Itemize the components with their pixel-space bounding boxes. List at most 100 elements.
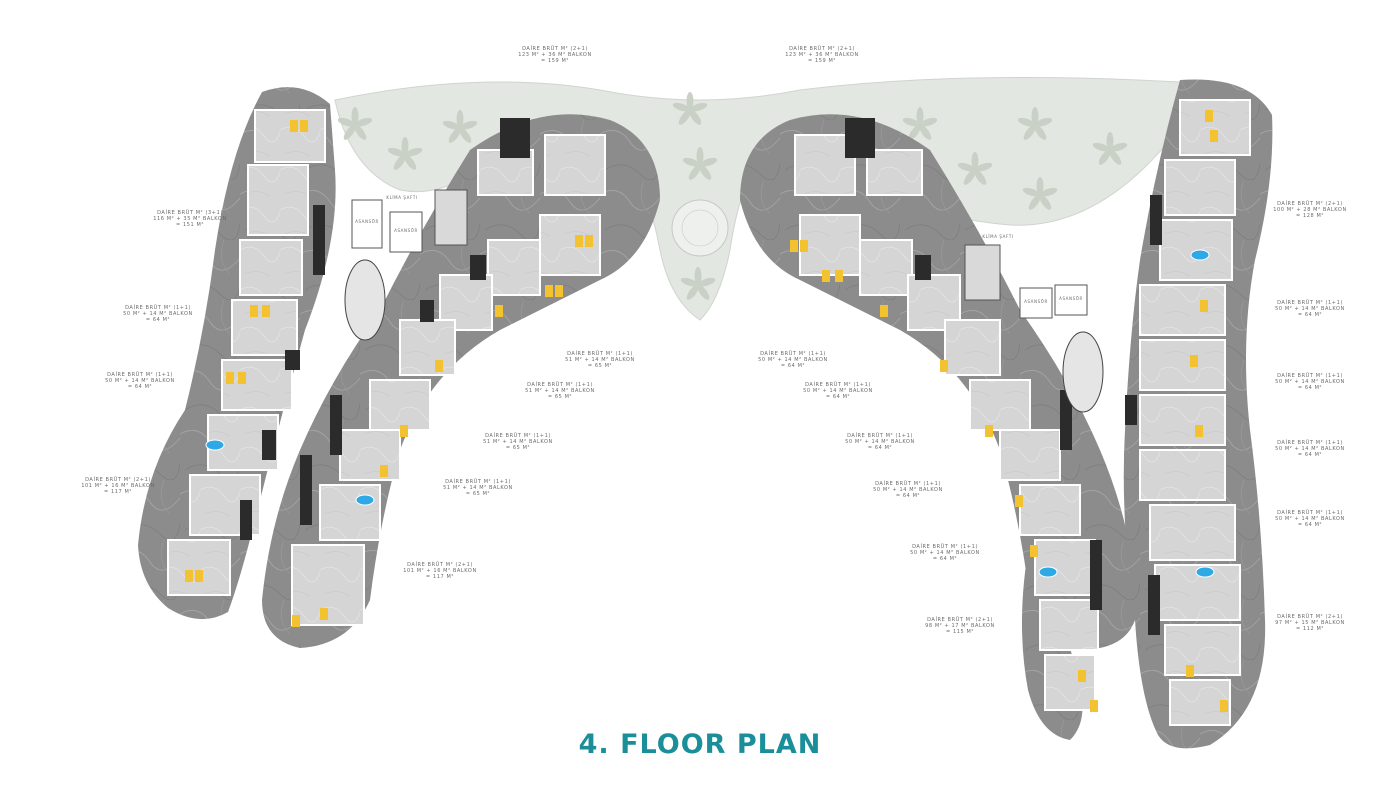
label-inner-left-1: DAİRE BRÜT M² (1+1)51 M² + 14 M² BALKON=… — [565, 350, 635, 369]
unit-label-line: = 64 M² — [896, 493, 920, 499]
left-core — [240, 205, 325, 540]
unit-labels: DAİRE BRÜT M² (2+1)123 M² + 36 M² BALKON… — [81, 45, 1347, 635]
unit-label-line: DAİRE BRÜT M² (1+1) — [912, 543, 978, 550]
label-right-4: DAİRE BRÜT M² (1+1)50 M² + 14 M² BALKON=… — [1275, 439, 1345, 458]
unit-label-line: DAİRE BRÜT M² (1+1) — [1277, 299, 1343, 306]
label-top-left: DAİRE BRÜT M² (2+1)123 M² + 36 M² BALKON… — [518, 45, 592, 64]
unit-label-line: 50 M² + 14 M² BALKON — [910, 550, 980, 556]
unit-label-line: 101 M² + 16 M² BALKON — [403, 568, 477, 574]
label-elevator-4: ASANSÖR — [1059, 296, 1083, 301]
unit-label-line: DAİRE BRÜT M² (2+1) — [522, 45, 588, 52]
unit-label-line: = 64 M² — [1298, 452, 1322, 458]
unit-label-line: DAİRE BRÜT M² (1+1) — [125, 304, 191, 311]
unit-label-line: DAİRE BRÜT M² (1+1) — [527, 381, 593, 388]
label-left-4: DAİRE BRÜT M² (2+1)101 M² + 16 M² BALKON… — [81, 476, 155, 495]
unit-label-line: DAİRE BRÜT M² (1+1) — [847, 432, 913, 439]
unit-label-line: DAİRE BRÜT M² (2+1) — [789, 45, 855, 52]
stair-cores — [351, 189, 1088, 319]
unit-label-line: 50 M² + 14 M² BALKON — [1275, 379, 1345, 385]
left-oval-stair — [344, 259, 386, 341]
unit-label-line: = 112 M² — [1296, 626, 1324, 632]
unit-label-line: = 117 M² — [426, 574, 454, 580]
unit-label-line: = 159 M² — [808, 58, 836, 64]
label-top-right: DAİRE BRÜT M² (2+1)123 M² + 36 M² BALKON… — [785, 45, 859, 64]
unit-label-line: 50 M² + 14 M² BALKON — [1275, 516, 1345, 522]
label-inner-right-5: DAİRE BRÜT M² (1+1)50 M² + 14 M² BALKON=… — [910, 543, 980, 562]
unit-label-line: 51 M² + 14 M² BALKON — [565, 357, 635, 363]
right-curve-core — [845, 118, 1102, 610]
unit-label-line: = 64 M² — [1298, 522, 1322, 528]
label-elevator-1: ASANSÖR — [355, 219, 379, 224]
unit-label-line: 50 M² + 14 M² BALKON — [1275, 446, 1345, 452]
unit-label-line: DAİRE BRÜT M² (2+1) — [407, 561, 473, 568]
unit-label-line: DAİRE BRÜT M² (1+1) — [875, 480, 941, 487]
right-outer-units — [1139, 99, 1251, 726]
unit-label-line: DAİRE BRÜT M² (1+1) — [805, 381, 871, 388]
unit-label-line: 51 M² + 14 M² BALKON — [443, 485, 513, 491]
unit-label-line: 51 M² + 14 M² BALKON — [525, 388, 595, 394]
label-garden-right: KLİMA ŞAFTI — [982, 234, 1013, 239]
unit-label-line: = 115 M² — [946, 629, 974, 635]
unit-label-line: = 64 M² — [146, 317, 170, 323]
label-left-1: DAİRE BRÜT M² (3+1)116 M² + 35 M² BALKON… — [153, 209, 227, 228]
unit-label-line: 123 M² + 36 M² BALKON — [785, 52, 859, 58]
label-elevator-2: ASANSÖR — [394, 228, 418, 233]
unit-label-line: DAİRE BRÜT M² (1+1) — [1277, 439, 1343, 446]
unit-label-line: = 64 M² — [933, 556, 957, 562]
unit-label-line: = 64 M² — [781, 363, 805, 369]
unit-label-line: = 65 M² — [466, 491, 490, 497]
left-curve-core — [300, 118, 530, 525]
label-left-2: DAİRE BRÜT M² (1+1)50 M² + 14 M² BALKON=… — [123, 304, 193, 323]
unit-label-line: DAİRE BRÜT M² (3+1) — [157, 209, 223, 216]
unit-label-line: 100 M² + 28 M² BALKON — [1273, 207, 1347, 213]
garden-fountain — [671, 199, 729, 257]
unit-label-line: DAİRE BRÜT M² (2+1) — [1277, 613, 1343, 620]
unit-label-line: = 64 M² — [826, 394, 850, 400]
unit-label-line: DAİRE BRÜT M² (1+1) — [1277, 509, 1343, 516]
left-outer-units — [167, 109, 326, 596]
unit-label-line: = 64 M² — [868, 445, 892, 451]
unit-label-line: 97 M² + 15 M² BALKON — [1275, 620, 1345, 626]
sofas — [185, 110, 1228, 712]
label-inner-right-3: DAİRE BRÜT M² (1+1)50 M² + 14 M² BALKON=… — [845, 432, 915, 451]
unit-label-line: DAİRE BRÜT M² (1+1) — [760, 350, 826, 357]
unit-label-line: = 151 M² — [176, 222, 204, 228]
unit-label-line: DAİRE BRÜT M² (1+1) — [1277, 372, 1343, 379]
unit-label-line: 101 M² + 16 M² BALKON — [81, 483, 155, 489]
label-inner-left-2: DAİRE BRÜT M² (1+1)51 M² + 14 M² BALKON=… — [525, 381, 595, 400]
pools — [205, 249, 1215, 578]
label-right-2: DAİRE BRÜT M² (1+1)50 M² + 14 M² BALKON=… — [1275, 299, 1345, 318]
unit-label-line: 50 M² + 14 M² BALKON — [758, 357, 828, 363]
unit-label-line: 123 M² + 36 M² BALKON — [518, 52, 592, 58]
left-curve-units — [291, 134, 606, 626]
label-inner-right-4: DAİRE BRÜT M² (1+1)50 M² + 14 M² BALKON=… — [873, 480, 943, 499]
label-inner-right-2: DAİRE BRÜT M² (1+1)50 M² + 14 M² BALKON=… — [803, 381, 873, 400]
page-title: 4. FLOOR PLAN — [578, 729, 822, 760]
unit-label-line: DAİRE BRÜT M² (2+1) — [927, 616, 993, 623]
unit-label-line: 98 M² + 17 M² BALKON — [925, 623, 995, 629]
label-right-1: DAİRE BRÜT M² (2+1)100 M² + 28 M² BALKON… — [1273, 200, 1347, 219]
unit-label-line: 50 M² + 14 M² BALKON — [105, 378, 175, 384]
unit-label-line: DAİRE BRÜT M² (1+1) — [445, 478, 511, 485]
unit-label-line: 51 M² + 14 M² BALKON — [483, 439, 553, 445]
unit-label-line: DAİRE BRÜT M² (1+1) — [567, 350, 633, 357]
unit-label-line: = 159 M² — [541, 58, 569, 64]
unit-label-line: = 64 M² — [1298, 312, 1322, 318]
unit-label-line: 50 M² + 14 M² BALKON — [1275, 306, 1345, 312]
unit-label-line: DAİRE BRÜT M² (2+1) — [1277, 200, 1343, 207]
unit-label-line: 50 M² + 14 M² BALKON — [845, 439, 915, 445]
label-right-3: DAİRE BRÜT M² (1+1)50 M² + 14 M² BALKON=… — [1275, 372, 1345, 391]
right-outer-core — [1125, 195, 1162, 635]
label-left-3: DAİRE BRÜT M² (1+1)50 M² + 14 M² BALKON=… — [105, 371, 175, 390]
unit-label-line: 50 M² + 14 M² BALKON — [123, 311, 193, 317]
label-inner-right-1: DAİRE BRÜT M² (1+1)50 M² + 14 M² BALKON=… — [758, 350, 828, 369]
unit-label-line: = 65 M² — [588, 363, 612, 369]
label-inner-left-3: DAİRE BRÜT M² (1+1)51 M² + 14 M² BALKON=… — [483, 432, 553, 451]
area-labels: KLİMA ŞAFTI KLİMA ŞAFTI ASANSÖR ASANSÖR … — [355, 195, 1083, 304]
label-inner-right-6: DAİRE BRÜT M² (2+1)98 M² + 17 M² BALKON=… — [925, 616, 995, 635]
label-inner-left-4: DAİRE BRÜT M² (1+1)51 M² + 14 M² BALKON=… — [443, 478, 513, 497]
unit-label-line: = 65 M² — [548, 394, 572, 400]
unit-label-line: 50 M² + 14 M² BALKON — [803, 388, 873, 394]
unit-label-line: DAİRE BRÜT M² (2+1) — [85, 476, 151, 483]
